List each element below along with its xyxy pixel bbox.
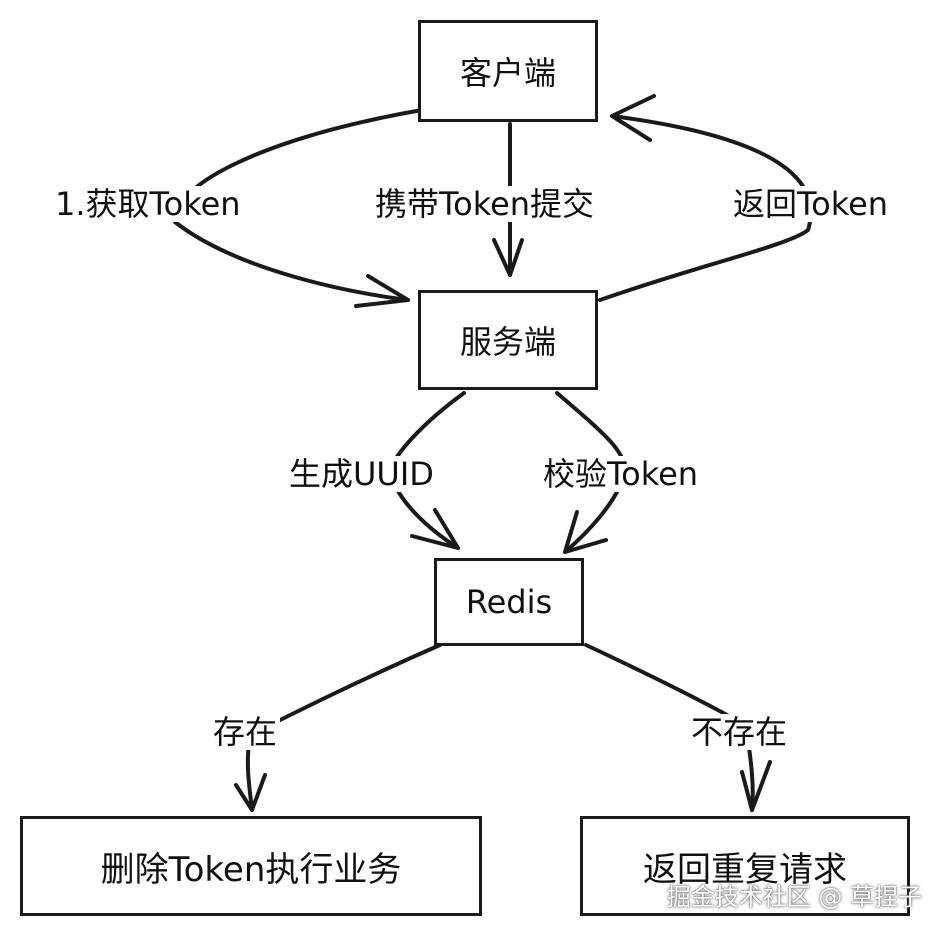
redis-label: Redis: [465, 583, 553, 621]
edge-label-get-token: 1.获取Token: [52, 186, 244, 222]
verify-token-arrowhead: [563, 510, 608, 554]
return-token-arrowhead: [610, 94, 656, 142]
return-token-arrow: [598, 114, 813, 302]
delete-token-node: 删除Token执行业务: [20, 816, 482, 916]
client-node: 客户端: [418, 20, 598, 122]
generate-uuid-arrowhead: [410, 508, 460, 550]
delete-token-label: 删除Token执行业务: [100, 849, 402, 890]
submit-token-arrowhead: [492, 238, 524, 277]
return-duplicate-label: 返回重复请求: [643, 849, 847, 890]
watermark: 掘金技术社区 @ 草捏子: [666, 883, 922, 911]
server-label: 服务端: [459, 323, 556, 361]
edge-label-not-exists: 不存在: [688, 714, 791, 750]
edge-label-return-token: 返回Token: [730, 186, 892, 222]
not-exists-arrowhead: [740, 760, 772, 812]
exists-arrowhead: [234, 773, 267, 812]
get-token-arrowhead: [354, 274, 410, 308]
edge-label-generate-uuid: 生成UUID: [286, 456, 437, 492]
client-label: 客户端: [459, 54, 556, 92]
server-node: 服务端: [418, 290, 598, 390]
redis-node: Redis: [434, 558, 584, 646]
edge-label-verify-token: 校验Token: [540, 456, 702, 492]
edge-label-exists: 存在: [210, 714, 281, 750]
edge-label-submit-token: 携带Token提交: [372, 186, 598, 222]
return-duplicate-node: 返回重复请求: [580, 816, 910, 916]
